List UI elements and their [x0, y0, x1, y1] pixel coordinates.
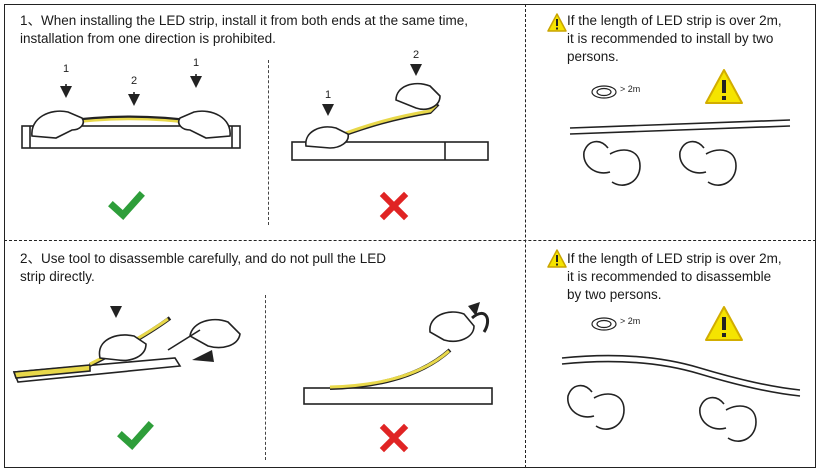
- column-divider: [525, 4, 526, 468]
- coil-length-label: > 2m: [620, 84, 640, 94]
- install-correct-illustration: [21, 74, 241, 149]
- step-label: 1: [325, 89, 331, 101]
- checkmark-icon: [117, 421, 154, 450]
- disassemble-instruction: 2、Use tool to disassemble carefully, and…: [20, 251, 386, 284]
- install-instruction: 1、When installing the LED strip, install…: [20, 13, 468, 46]
- panel-divider-bottom: [265, 295, 266, 460]
- step-label: 1: [193, 57, 199, 69]
- warning-sign-icon: [705, 69, 743, 104]
- diagram-frame: [4, 4, 816, 468]
- disassemble-correct-illustration: [12, 306, 241, 383]
- two-person-install-illustration: [569, 119, 791, 186]
- panel-divider-top: [268, 60, 269, 225]
- disassemble-wrong-illustration: [303, 302, 493, 405]
- warning-icon: [547, 13, 567, 32]
- cross-icon: [379, 423, 409, 453]
- strip-coil-icon: [591, 317, 617, 331]
- install-wrong-illustration: [291, 64, 489, 161]
- two-person-disassemble-illustration: [561, 354, 801, 442]
- warning-sign-icon: [705, 306, 743, 341]
- install-warning-text: If the length of LED strip is over 2m, i…: [567, 13, 782, 64]
- coil-length-label: > 2m: [620, 316, 640, 326]
- strip-coil-icon: [591, 85, 617, 99]
- step-label: 1: [63, 63, 69, 75]
- cross-icon: [379, 191, 409, 221]
- step-label: 2: [413, 49, 419, 61]
- disassemble-warning-text: If the length of LED strip is over 2m, i…: [567, 251, 782, 302]
- warning-icon: [547, 249, 567, 268]
- row-divider: [4, 240, 816, 241]
- checkmark-icon: [108, 191, 145, 220]
- step-label: 2: [131, 75, 137, 87]
